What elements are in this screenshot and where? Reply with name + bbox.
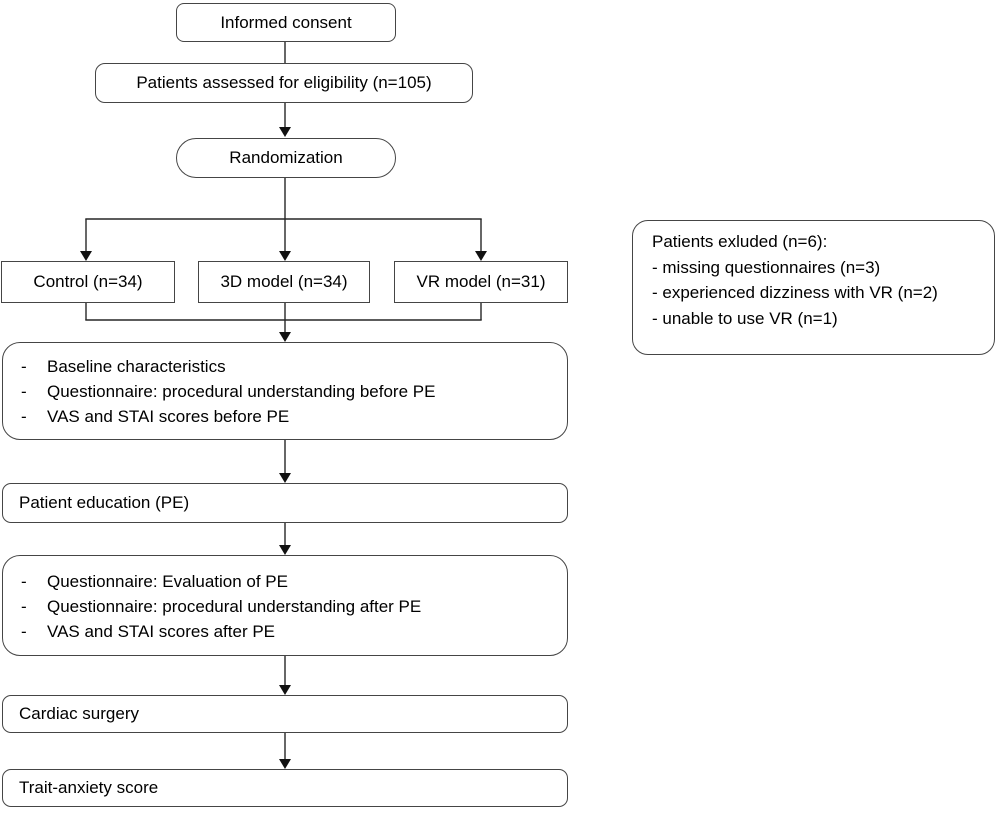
connector-eligibility-to-randomization: [279, 103, 291, 137]
post-pe-assessment-node: - Questionnaire: Evaluation of PE - Ques…: [2, 555, 568, 656]
cardiac-surgery-node: Cardiac surgery: [2, 695, 568, 733]
trait-anxiety-node: Trait-anxiety score: [2, 769, 568, 807]
randomization-label: Randomization: [229, 148, 343, 167]
excluded-patients-node: Patients exluded (n=6): - missing questi…: [632, 220, 995, 355]
excluded-item: - experienced dizziness with VR (n=2): [652, 283, 938, 302]
excluded-item: - unable to use VR (n=1): [652, 308, 838, 328]
informed-consent-label: Informed consent: [220, 12, 352, 32]
bullet-dash: -: [21, 622, 27, 641]
patient-education-node: Patient education (PE): [2, 483, 568, 523]
list-item: - VAS and STAI scores before PE: [3, 404, 567, 429]
bullet-dash: -: [21, 597, 27, 616]
arm-3d-model-node: 3D model (n=34): [198, 261, 370, 303]
list-item-text: VAS and STAI scores before PE: [47, 407, 290, 426]
trait-anxiety-label: Trait-anxiety score: [19, 778, 159, 797]
bullet-dash: -: [21, 572, 27, 591]
list-item-text: VAS and STAI scores after PE: [47, 622, 276, 641]
list-item-text: Questionnaire: Evaluation of PE: [47, 572, 288, 591]
excluded-title: Patients exluded (n=6):: [652, 232, 828, 251]
arm-vr-model-node: VR model (n=31): [394, 261, 568, 303]
connector-postpe-to-surgery: [279, 656, 291, 695]
arm-control-label: Control (n=34): [33, 272, 143, 291]
excluded-item: - missing questionnaires (n=3): [652, 257, 881, 277]
connector-education-to-postpe: [279, 523, 291, 555]
connector-arms-merge: [85, 303, 482, 342]
arm-vr-model-label: VR model (n=31): [416, 272, 546, 291]
randomization-node: Randomization: [176, 138, 396, 178]
pre-pe-assessment-node: - Baseline characteristics - Questionnai…: [2, 342, 568, 440]
connector-surgery-to-trait: [279, 733, 291, 769]
list-item: - Questionnaire: procedural understandin…: [3, 594, 567, 619]
arm-control-node: Control (n=34): [1, 261, 175, 303]
patient-education-label: Patient education (PE): [19, 493, 190, 512]
bullet-dash: -: [21, 382, 27, 401]
list-item: - VAS and STAI scores after PE: [3, 619, 567, 644]
list-item-text: Questionnaire: procedural understanding …: [47, 597, 422, 616]
bullet-dash: -: [21, 357, 27, 376]
list-item: - Questionnaire: Evaluation of PE: [3, 569, 567, 594]
cardiac-surgery-label: Cardiac surgery: [19, 704, 139, 723]
eligibility-label: Patients assessed for eligibility (n=105…: [136, 73, 432, 92]
informed-consent-node: Informed consent: [176, 3, 396, 42]
list-item: - Questionnaire: procedural understandin…: [3, 379, 567, 404]
list-item: - Baseline characteristics: [3, 354, 567, 379]
connector-randomization-split: [80, 178, 487, 261]
arm-3d-model-label: 3D model (n=34): [220, 272, 348, 291]
list-item-text: Questionnaire: procedural understanding …: [47, 382, 436, 401]
list-item-text: Baseline characteristics: [47, 357, 226, 376]
bullet-dash: -: [21, 407, 27, 426]
connector-prepe-to-education: [279, 440, 291, 483]
eligibility-node: Patients assessed for eligibility (n=105…: [95, 63, 473, 103]
